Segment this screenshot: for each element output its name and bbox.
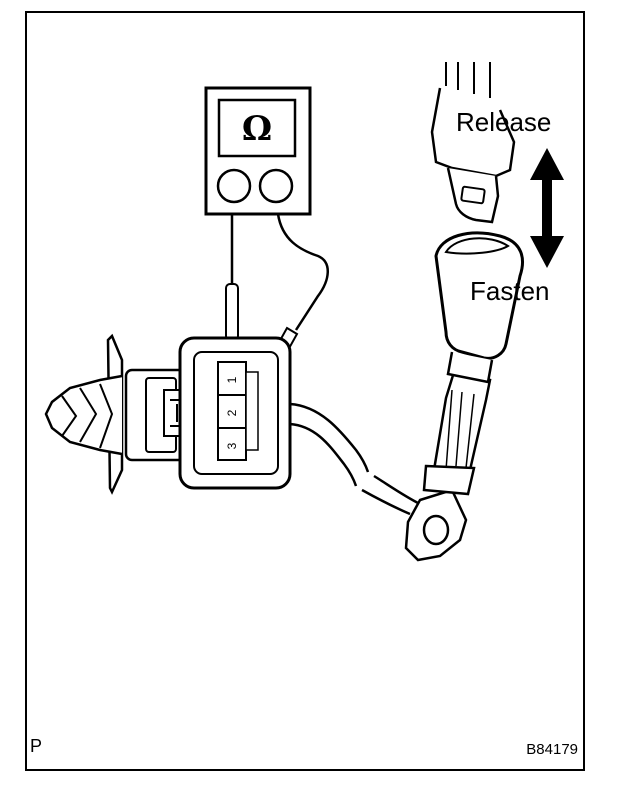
corner-mark: P <box>30 736 42 756</box>
ohm-symbol: Ω <box>242 109 272 149</box>
release-label: Release <box>456 107 551 137</box>
tongue-plate <box>430 87 516 178</box>
clip-barb-detail-2 <box>79 387 98 443</box>
terminal-block <box>217 361 247 461</box>
ohmmeter-display <box>217 98 297 158</box>
buckle-neck <box>446 351 494 384</box>
lead-wire-right <box>276 213 329 331</box>
terminal-side <box>245 371 259 451</box>
clip-barb-detail-3 <box>99 383 114 449</box>
arrow-head-up <box>530 148 564 180</box>
buckle-assembly <box>404 62 524 562</box>
clip-barb-detail <box>61 395 78 437</box>
pin-3-label: 3 <box>225 442 239 449</box>
mounting-clip <box>44 333 124 495</box>
fasten-release-arrow <box>530 148 564 268</box>
arrow-head-down <box>530 236 564 268</box>
fasten-label: Fasten <box>470 276 550 306</box>
figure-frame <box>25 11 585 771</box>
connector: 1 2 3 <box>124 336 292 490</box>
wire-harness <box>289 402 421 516</box>
probe-left <box>225 283 239 341</box>
harness-wire-top-2 <box>373 474 421 506</box>
buckle-strap <box>432 370 492 472</box>
ohmmeter: Ω <box>204 86 312 216</box>
tongue-hole <box>460 185 486 205</box>
strap-stitching <box>445 389 475 471</box>
ohmmeter-jack-left <box>216 168 252 204</box>
belt-webbing <box>445 62 491 98</box>
strap-sleeve <box>422 464 476 496</box>
anchor-bolt-hole <box>422 514 450 546</box>
clip-barb <box>44 374 123 456</box>
pin-2-label: 2 <box>225 409 239 416</box>
harness-wire-bottom-2 <box>361 488 411 516</box>
ohmmeter-jack-right <box>258 168 294 204</box>
pin-1-label: 1 <box>225 376 239 383</box>
harness-wire-bottom <box>289 422 358 487</box>
buckle-body <box>434 231 524 360</box>
harness-wire-top <box>289 402 370 473</box>
figure-code: B84179 <box>526 741 578 758</box>
buckle-slot <box>444 237 510 255</box>
arrow-shaft <box>542 176 552 250</box>
